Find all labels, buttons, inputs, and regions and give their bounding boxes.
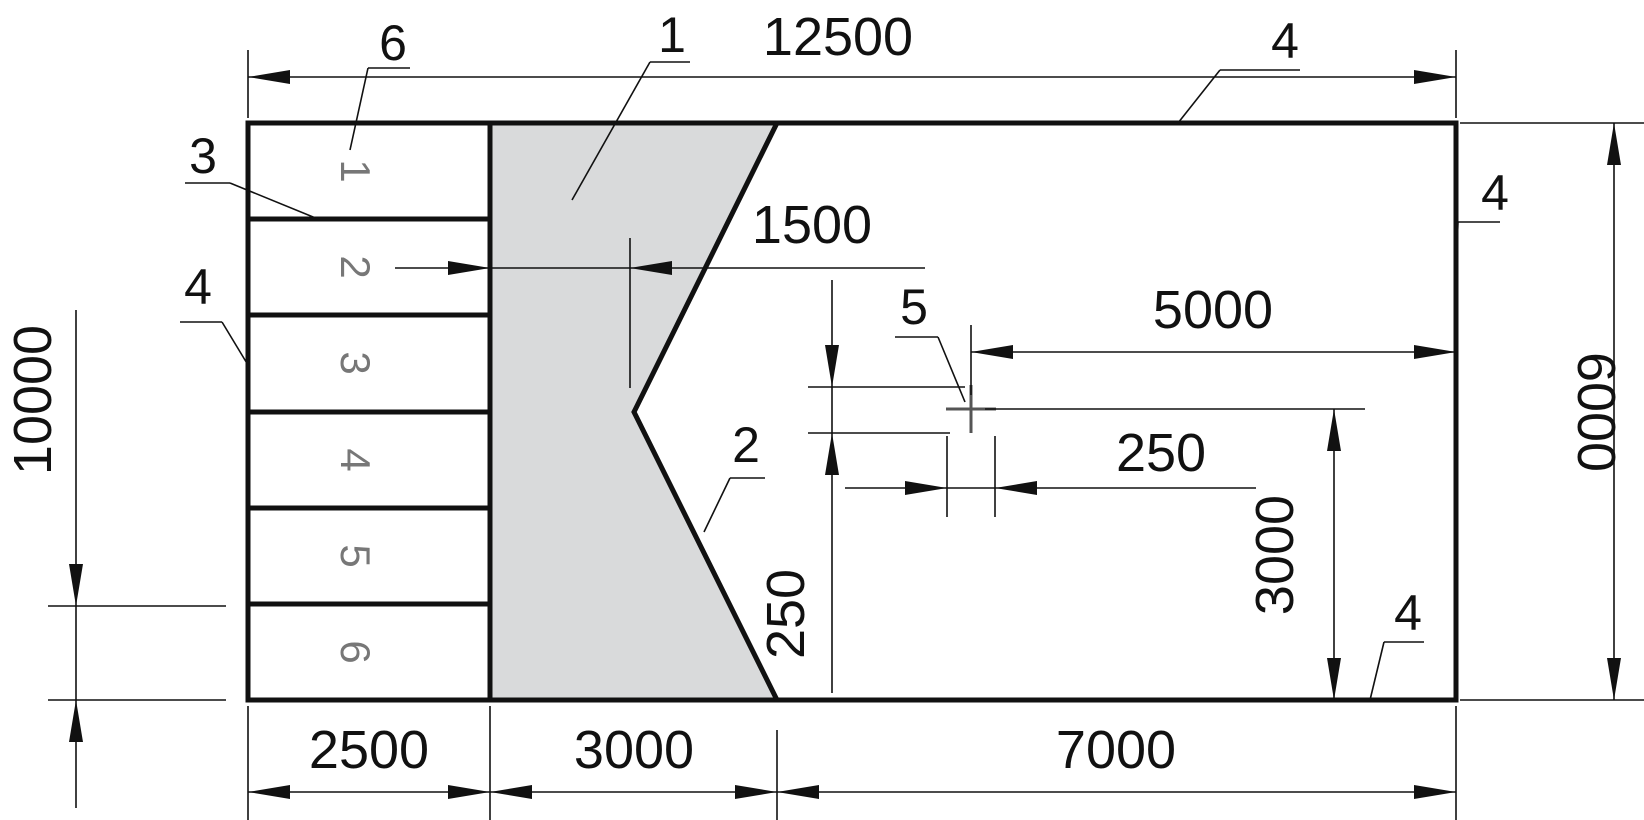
arrowhead: [448, 261, 490, 275]
dim-label-bottom-middle: 3000: [574, 720, 694, 780]
room-label: 1: [332, 159, 379, 182]
leader-line: [571, 61, 651, 201]
arrowhead: [490, 785, 532, 799]
arrowhead: [1414, 70, 1456, 84]
leader-line: [1369, 641, 1385, 701]
callout-room-strip: 6: [379, 15, 407, 71]
dim-label-small-horizontal: 250: [1116, 423, 1206, 483]
arrowhead: [69, 700, 83, 742]
arrowhead: [735, 785, 777, 799]
arrowhead: [995, 481, 1037, 495]
arrowhead: [905, 481, 947, 495]
arrowhead: [69, 564, 83, 606]
dim-bottom-chain: 2500 3000 7000: [247, 706, 1457, 820]
callout-partition: 3: [189, 128, 217, 184]
room-label: 5: [332, 544, 379, 567]
leader-line: [937, 336, 966, 403]
callout-wall-right: 4: [1481, 165, 1509, 221]
leader-line: [703, 477, 731, 533]
room-label: 6: [332, 640, 379, 663]
dim-left-height: 10000: [3, 310, 226, 808]
room-label: 4: [332, 448, 379, 471]
dim-label-point-to-bottom: 3000: [1245, 495, 1305, 615]
callout-diagonal-wall: 2: [732, 417, 760, 473]
dim-label-overall-height: 6000: [1566, 352, 1626, 472]
arrowhead: [1414, 785, 1456, 799]
callout-shaded-zone: 1: [658, 7, 686, 63]
leader-line: [221, 321, 249, 366]
arrowhead: [777, 785, 819, 799]
leader-line: [1177, 69, 1221, 124]
arrowhead: [971, 345, 1013, 359]
dim-apex-offset: 1500: [395, 195, 925, 388]
arrowhead: [630, 261, 672, 275]
arrowhead: [1327, 409, 1341, 451]
callout-wall-left: 4: [184, 259, 212, 315]
callout-point-marker: 5: [900, 279, 928, 335]
leader-line: [1455, 221, 1459, 276]
dim-point-to-bottom: 3000: [985, 408, 1365, 700]
dim-point-to-right-wall: 5000: [970, 280, 1456, 395]
room-labels: 1 2 3 4 5 6: [332, 159, 379, 663]
room-label: 3: [332, 351, 379, 374]
arrowhead: [1607, 658, 1621, 700]
callouts: 1 2 3 6 4 4 4 4 5: [180, 7, 1509, 701]
arrowhead: [825, 345, 839, 387]
arrowhead: [1327, 658, 1341, 700]
dim-label-overall-width: 12500: [763, 7, 913, 67]
dim-overall-height: 6000: [1460, 122, 1644, 701]
arrowhead: [248, 785, 290, 799]
dim-label-small-vertical: 250: [756, 569, 816, 659]
callout-wall-bottom: 4: [1394, 585, 1422, 641]
arrowhead: [1607, 123, 1621, 165]
arrowhead: [825, 433, 839, 475]
dim-overall-width: 12500: [247, 7, 1457, 118]
arrowhead: [1414, 345, 1456, 359]
dim-label-apex-offset: 1500: [752, 195, 872, 255]
leader-line: [349, 67, 369, 151]
dim-label-bottom-left: 2500: [309, 720, 429, 780]
dim-small-horizontal: 250: [845, 423, 1256, 517]
arrowhead: [248, 70, 290, 84]
room-partitions: [248, 216, 490, 607]
dim-small-vertical: 250: [756, 280, 965, 693]
leader-line: [229, 182, 319, 220]
callout-wall-top: 4: [1271, 13, 1299, 69]
room-label: 2: [332, 255, 379, 278]
dim-label-bottom-right: 7000: [1056, 720, 1176, 780]
dim-label-point-to-right-wall: 5000: [1153, 280, 1273, 340]
diagonal-wall: [631, 121, 780, 702]
dim-label-left-height: 10000: [3, 325, 63, 475]
arrowhead: [448, 785, 490, 799]
